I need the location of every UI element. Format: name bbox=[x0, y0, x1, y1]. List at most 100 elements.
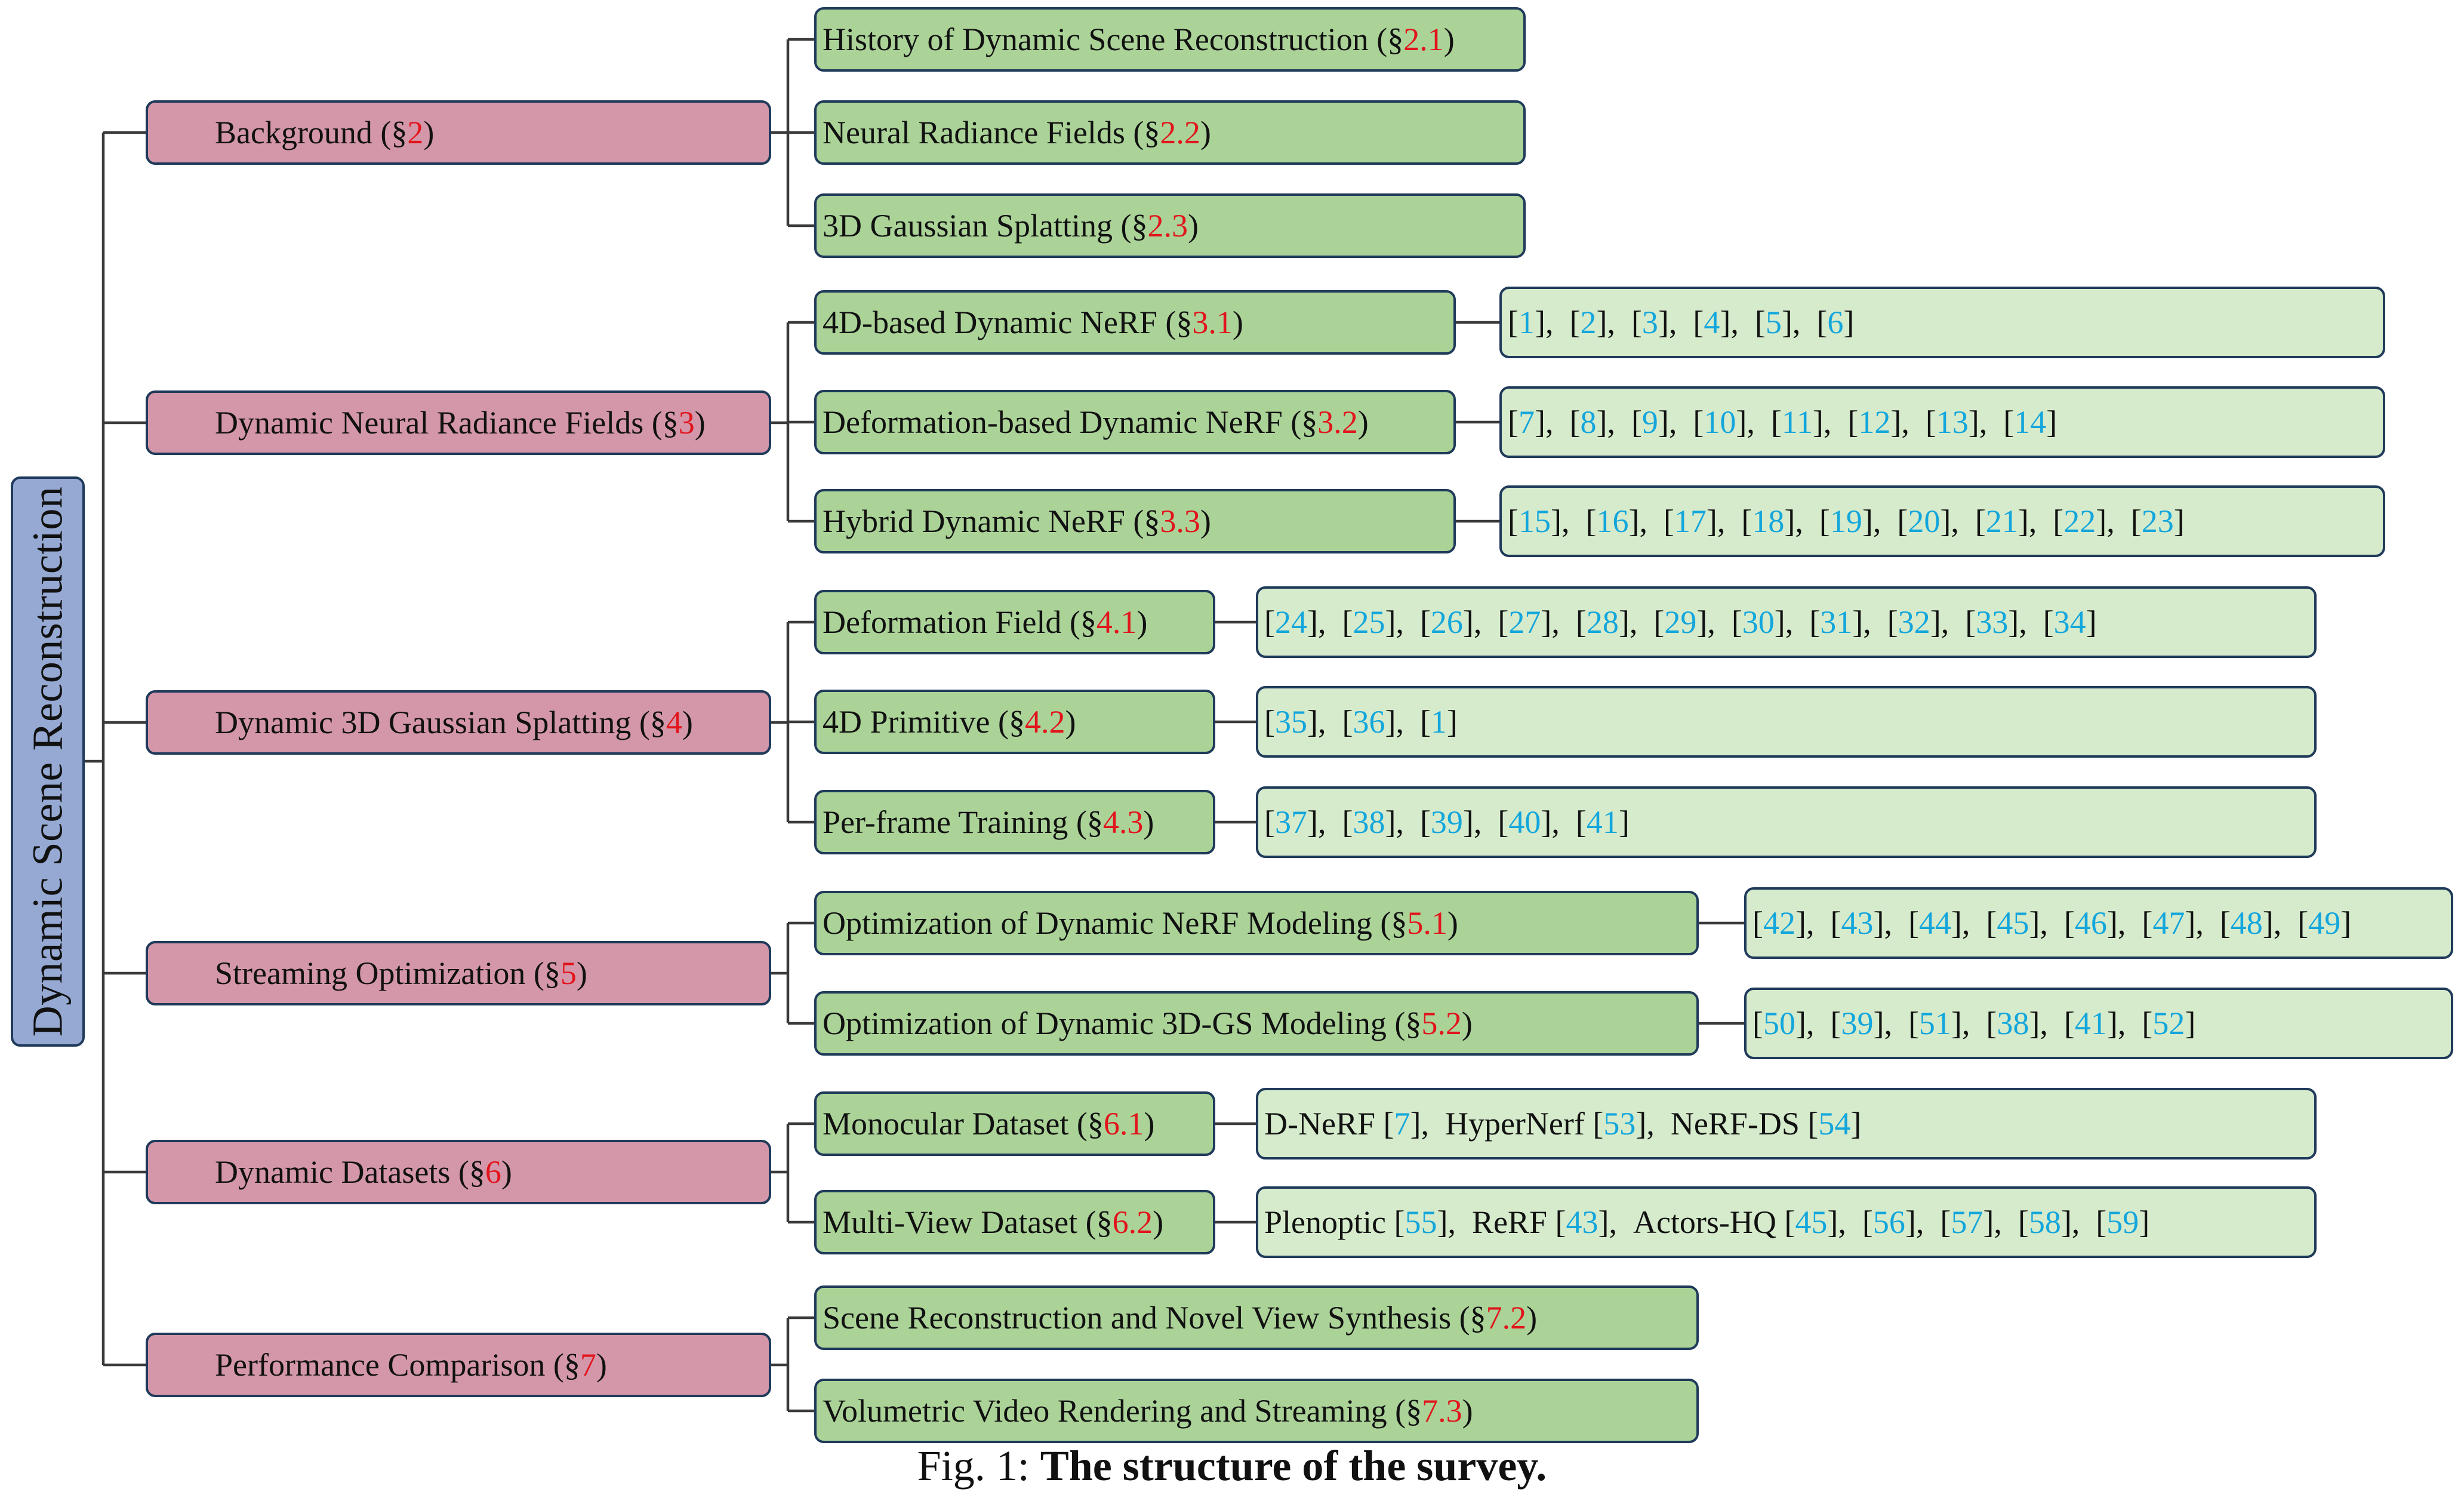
citation-number: 57 bbox=[1951, 1204, 1983, 1240]
citation-number: 22 bbox=[2063, 503, 2096, 539]
citation-number: 42 bbox=[1763, 905, 1795, 941]
subsection-node: Optimization of Dynamic 3D-GS Modeling (… bbox=[814, 991, 1699, 1056]
citation-number: 23 bbox=[2141, 503, 2174, 539]
root-label: Dynamic Scene Reconstruction bbox=[23, 486, 72, 1037]
subsection-number: 3.3 bbox=[1160, 503, 1200, 539]
citation-number: 41 bbox=[1586, 804, 1619, 840]
dataset-name: HyperNerf bbox=[1444, 1106, 1585, 1142]
subsection-node: Volumetric Video Rendering and Streaming… bbox=[814, 1379, 1699, 1443]
citation-number: 7 bbox=[1518, 404, 1535, 440]
citation-number: 39 bbox=[1430, 804, 1463, 840]
subsection-node: Scene Reconstruction and Novel View Synt… bbox=[814, 1285, 1699, 1350]
citation-number: 52 bbox=[2152, 1005, 2185, 1041]
subsection-node: Hybrid Dynamic NeRF (§3.3) bbox=[814, 489, 1456, 553]
subsection-node: Monocular Dataset (§6.1) bbox=[814, 1091, 1215, 1156]
citation-number: 10 bbox=[1704, 404, 1736, 440]
caption-title: The structure of the survey. bbox=[1040, 1442, 1547, 1490]
subsection-label: Per-frame Training (§ bbox=[823, 804, 1103, 840]
subsection-label: Neural Radiance Fields (§ bbox=[823, 115, 1160, 150]
section-label: Dynamic Datasets (§ bbox=[215, 1154, 485, 1190]
citation-number: 3 bbox=[1641, 305, 1658, 340]
citation-number: 47 bbox=[2152, 905, 2185, 941]
section-node-datasets: Dynamic Datasets (§6) bbox=[146, 1140, 771, 1204]
section-number: 5 bbox=[560, 955, 577, 991]
citation-number: 50 bbox=[1763, 1005, 1795, 1041]
reference-list-node: [35], [36], [1] bbox=[1256, 686, 2317, 758]
citation-number: 39 bbox=[1841, 1005, 1874, 1041]
section-node-dynamic-3dgs: Dynamic 3D Gaussian Splatting (§4) bbox=[146, 690, 771, 755]
section-label: Streaming Optimization (§ bbox=[215, 955, 560, 991]
subsection-label: 3D Gaussian Splatting (§ bbox=[823, 208, 1148, 244]
citation-number: 19 bbox=[1829, 503, 1862, 539]
subsection-label: Scene Reconstruction and Novel View Synt… bbox=[823, 1300, 1486, 1336]
dataset-name: Actors-HQ bbox=[1633, 1204, 1776, 1240]
dataset-name: ReRF bbox=[1471, 1204, 1547, 1240]
citation-number: 54 bbox=[1818, 1106, 1851, 1142]
dataset-name: Plenoptic bbox=[1264, 1204, 1386, 1240]
citation-number: 30 bbox=[1742, 604, 1775, 640]
reference-list-node: [50], [39], [51], [38], [41], [52] bbox=[1744, 988, 2453, 1059]
subsection-node: Optimization of Dynamic NeRF Modeling (§… bbox=[814, 891, 1699, 955]
citation-number: 17 bbox=[1674, 503, 1707, 539]
subsection-label: 4D Primitive (§ bbox=[823, 704, 1025, 740]
subsection-label: Volumetric Video Rendering and Streaming… bbox=[823, 1393, 1422, 1429]
citation-number: 53 bbox=[1603, 1106, 1636, 1142]
citation-number: 24 bbox=[1274, 604, 1307, 640]
reference-list-node: Plenoptic [55], ReRF [43], Actors-HQ [45… bbox=[1256, 1186, 2317, 1258]
citation-number: 16 bbox=[1596, 503, 1629, 539]
subsection-number: 3.1 bbox=[1192, 305, 1233, 340]
subsection-label: Deformation-based Dynamic NeRF (§ bbox=[823, 404, 1318, 440]
subsection-number: 5.1 bbox=[1407, 905, 1447, 941]
citation-number: 49 bbox=[2308, 905, 2341, 941]
subsection-node: 4D Primitive (§4.2) bbox=[814, 690, 1215, 754]
subsection-number: 7.2 bbox=[1486, 1300, 1527, 1336]
reference-list-node: [37], [38], [39], [40], [41] bbox=[1256, 786, 2317, 858]
citation-number: 45 bbox=[1997, 905, 2029, 941]
subsection-label: Monocular Dataset (§ bbox=[823, 1106, 1104, 1142]
subsection-node: Deformation Field (§4.1) bbox=[814, 590, 1215, 654]
section-label: Background (§ bbox=[215, 115, 408, 150]
citation-number: 29 bbox=[1664, 604, 1697, 640]
dataset-name: NeRF-DS bbox=[1670, 1106, 1800, 1142]
citation-number: 55 bbox=[1405, 1204, 1437, 1240]
citation-number: 38 bbox=[1997, 1005, 2029, 1041]
root-node: Dynamic Scene Reconstruction bbox=[11, 476, 85, 1047]
citation-number: 21 bbox=[1985, 503, 2018, 539]
reference-list-node: [42], [43], [44], [45], [46], [47], [48]… bbox=[1744, 887, 2453, 959]
subsection-label: Deformation Field (§ bbox=[823, 604, 1097, 640]
citation-number: 34 bbox=[2053, 604, 2086, 640]
subsection-node: 3D Gaussian Splatting (§2.3) bbox=[814, 193, 1526, 258]
section-number: 6 bbox=[485, 1154, 501, 1190]
subsection-label: Hybrid Dynamic NeRF (§ bbox=[823, 503, 1160, 539]
citation-number: 46 bbox=[2074, 905, 2107, 941]
citation-number: 43 bbox=[1841, 905, 1874, 941]
citation-number: 5 bbox=[1765, 305, 1782, 340]
subsection-node: Neural Radiance Fields (§2.2) bbox=[814, 100, 1526, 165]
subsection-label: 4D-based Dynamic NeRF (§ bbox=[823, 305, 1193, 340]
citation-number: 15 bbox=[1518, 503, 1551, 539]
citation-number: 56 bbox=[1872, 1204, 1905, 1240]
citation-number: 11 bbox=[1781, 404, 1813, 440]
citation-number: 40 bbox=[1508, 804, 1541, 840]
subsection-label: Optimization of Dynamic NeRF Modeling (§ bbox=[823, 905, 1407, 941]
section-number: 4 bbox=[666, 705, 682, 740]
citation-number: 2 bbox=[1580, 305, 1597, 340]
citation-number: 38 bbox=[1353, 804, 1385, 840]
section-label: Dynamic Neural Radiance Fields (§ bbox=[215, 405, 679, 441]
subsection-number: 4.3 bbox=[1102, 804, 1144, 840]
section-node-streaming: Streaming Optimization (§5) bbox=[146, 941, 771, 1005]
citation-number: 6 bbox=[1827, 305, 1844, 340]
subsection-label: History of Dynamic Scene Reconstruction … bbox=[823, 21, 1404, 57]
citation-number: 41 bbox=[2074, 1005, 2107, 1041]
section-node-background: Background (§2) bbox=[146, 100, 771, 165]
figure-caption: Fig. 1: The structure of the survey. bbox=[0, 1441, 2464, 1491]
citation-number: 27 bbox=[1508, 604, 1541, 640]
section-number: 2 bbox=[407, 115, 424, 150]
subsection-number: 4.1 bbox=[1096, 604, 1137, 640]
subsection-number: 2.3 bbox=[1147, 208, 1188, 244]
citation-number: 25 bbox=[1353, 604, 1385, 640]
citation-number: 1 bbox=[1430, 704, 1447, 740]
citation-number: 58 bbox=[2028, 1204, 2061, 1240]
citation-number: 48 bbox=[2230, 905, 2263, 941]
